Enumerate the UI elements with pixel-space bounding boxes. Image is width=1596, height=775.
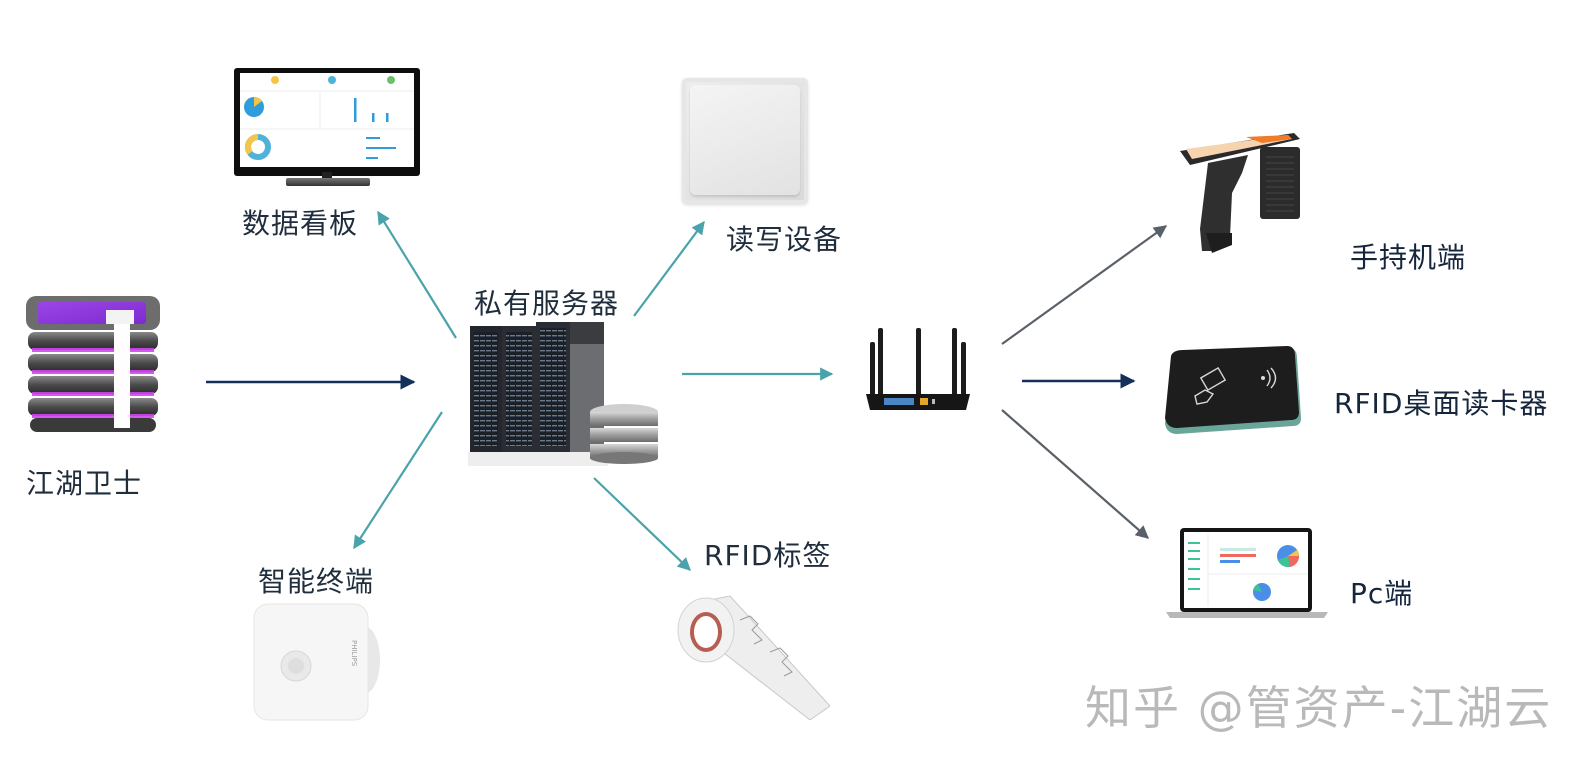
node-label-desk-reader: RFID桌面读卡器 xyxy=(1334,387,1549,420)
rfid-reader-panel-icon xyxy=(682,78,808,204)
arrow-server-to-reader xyxy=(633,220,705,317)
card-reader-icon xyxy=(1163,346,1303,436)
server-rack-icon xyxy=(468,320,660,470)
laptop-icon xyxy=(1166,528,1328,620)
arrow-router-to-handheld xyxy=(1001,225,1168,345)
node-label-dashboard: 数据看板 xyxy=(242,207,359,240)
node-label-guard: 江湖卫士 xyxy=(26,467,143,500)
database-cube-icon xyxy=(22,290,164,438)
node-label-handheld: 手持机端 xyxy=(1350,241,1467,274)
handheld-scanner-icon xyxy=(1176,133,1308,257)
node-label-reader: 读写设备 xyxy=(726,223,843,256)
node-label-pc: Pc端 xyxy=(1350,577,1414,610)
svg-text:PHILIPS: PHILIPS xyxy=(350,640,358,667)
arrow-server-to-tag xyxy=(593,477,691,571)
node-label-tag: RFID标签 xyxy=(704,539,832,572)
monitor-dashboard-icon xyxy=(234,68,420,188)
motion-sensor-icon: PHILIPS xyxy=(252,600,382,726)
wifi-router-icon xyxy=(862,328,974,412)
rfid-tag-roll-icon xyxy=(670,590,831,721)
node-label-server: 私有服务器 xyxy=(474,287,620,320)
node-label-terminal: 智能终端 xyxy=(258,565,375,598)
watermark: 知乎 @管资产-江湖云 xyxy=(1085,681,1553,735)
arrow-router-to-pc xyxy=(1001,409,1149,539)
arrow-server-to-terminal xyxy=(353,411,443,550)
arrow-server-to-dashboard xyxy=(377,210,457,339)
